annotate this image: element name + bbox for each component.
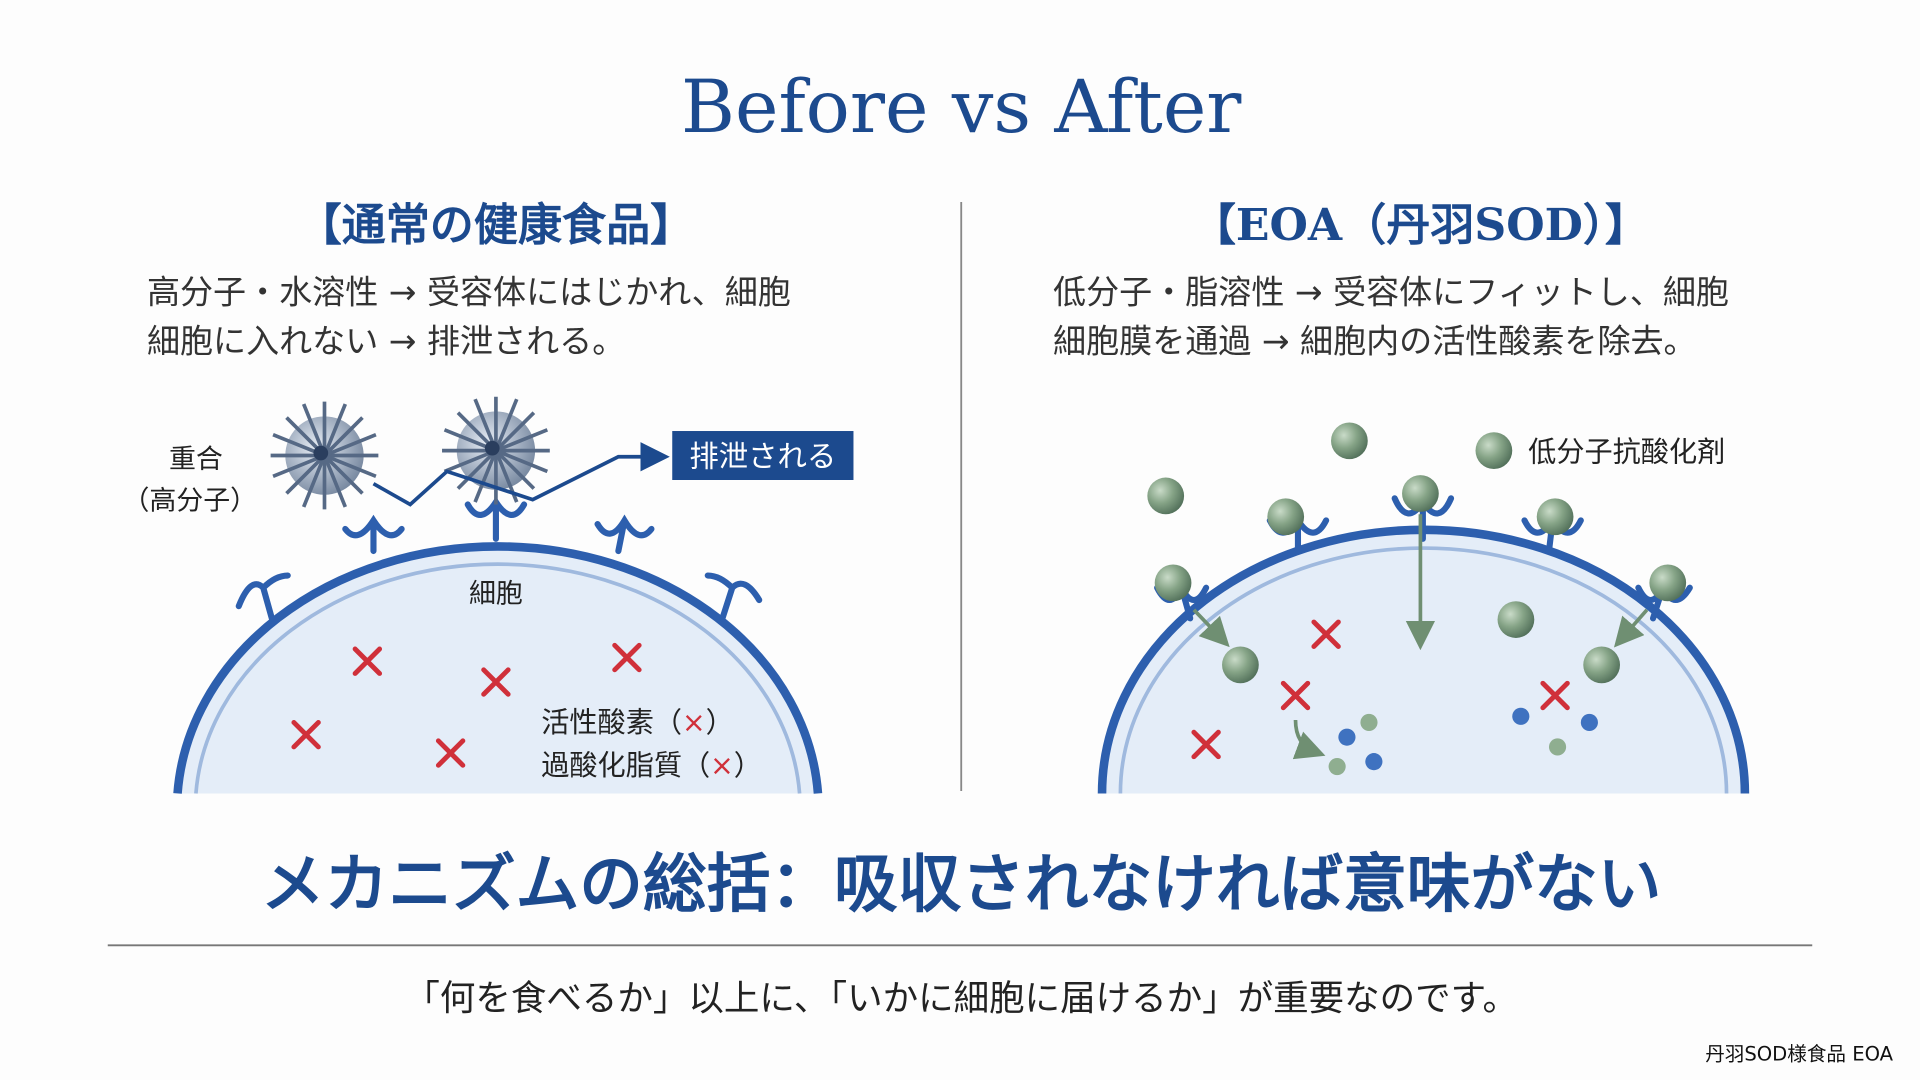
normal-cell — [173, 496, 823, 794]
right-line-2: 細胞膜を通過 → 細胞内の活性酸素を除去。 — [1053, 322, 1697, 361]
excreted-label: 排泄される — [689, 440, 836, 474]
summary-heading: メカニズムの総括：吸収されなければ意味がない — [261, 847, 1661, 922]
left-heading: 【通常の健康食品】 — [298, 200, 695, 251]
excreted-box — [672, 431, 854, 480]
left-line-1: 高分子・水溶性 → 受容体にはじかれ、細胞 — [147, 273, 791, 312]
rejection-arrow — [372, 442, 670, 507]
right-heading: 【EOA（丹羽SOD）】 — [1192, 200, 1649, 251]
antioxidant-legend-icon — [1475, 432, 1513, 469]
ros-marks — [291, 642, 642, 768]
neutralized-fragments — [1328, 707, 1598, 776]
summary-sentence: 「何を食べるか」以上に、「いかに細胞に届けるか」が重要なのです。 — [404, 978, 1518, 1019]
footer-brand: 丹羽SOD様食品 EOA — [1705, 1042, 1893, 1065]
antioxidant-particles — [1147, 422, 1687, 684]
polymer-label: 重合 — [169, 444, 223, 475]
uptake-arrows — [1192, 514, 1649, 760]
left-line-2: 細胞に入れない → 排泄される。 — [147, 322, 625, 361]
polymer-sublabel: （高分子） — [122, 485, 257, 516]
page-title: Before vs After — [681, 65, 1242, 150]
spiky-molecule — [270, 401, 379, 510]
legend-lipid: 過酸化脂質（×） — [541, 749, 762, 782]
right-line-1: 低分子・脂溶性 → 受容体にフィットし、細胞 — [1053, 273, 1729, 312]
spiky-molecule — [442, 396, 550, 505]
antioxidant-legend-label: 低分子抗酸化剤 — [1528, 436, 1725, 469]
legend-ros: 活性酸素（×） — [541, 706, 734, 739]
ros-marks-right — [1191, 619, 1570, 760]
cell-label: 細胞 — [469, 578, 523, 609]
